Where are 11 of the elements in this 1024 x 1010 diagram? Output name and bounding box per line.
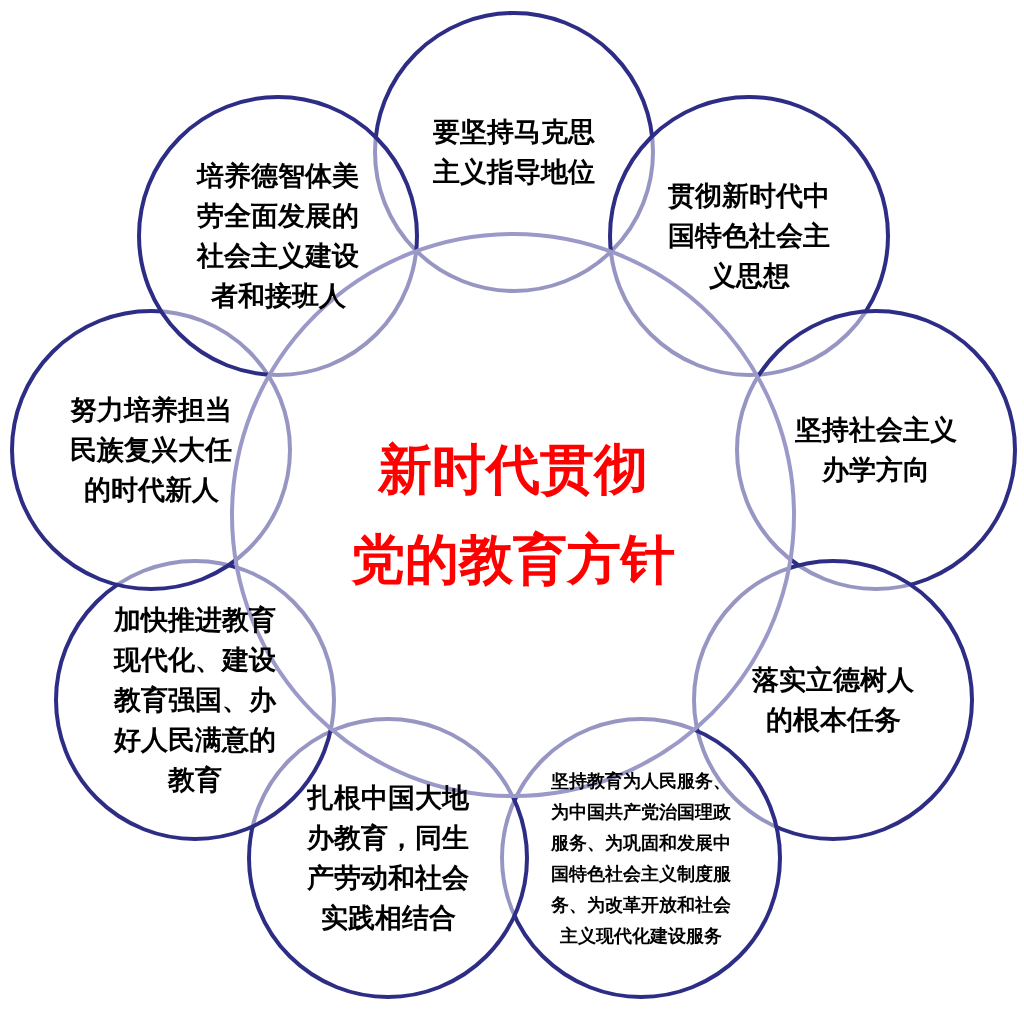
- topic-text: 坚持社会主义办学方向: [794, 413, 958, 487]
- central-title: 新时代贯彻党的教育方针: [351, 437, 675, 593]
- topic-text: 要坚持马克思主义指导地位: [432, 115, 596, 189]
- topic-circle: [137, 95, 419, 377]
- topic-text: 扎根中国大地办教育，同生产劳动和社会实践相结合: [306, 781, 470, 935]
- topic-text: 努力培养担当民族复兴大任的时代新人: [69, 393, 233, 507]
- topic-text: 贯彻新时代中国特色社会主义思想: [667, 179, 831, 293]
- topic-text: 加快推进教育现代化、建设教育强国、办好人民满意的教育: [112, 603, 278, 797]
- topic-text: 培养德智体美劳全面发展的社会主义建设者和接班人: [195, 159, 360, 313]
- topic-text: 坚持教育为人民服务、为中国共产党治国理政服务、为巩固和发展中国特色社会主义制度服务、为改革开放和社会主义现代化建设服务: [550, 769, 732, 948]
- topic-text: 落实立德树人的根本任务: [751, 663, 915, 737]
